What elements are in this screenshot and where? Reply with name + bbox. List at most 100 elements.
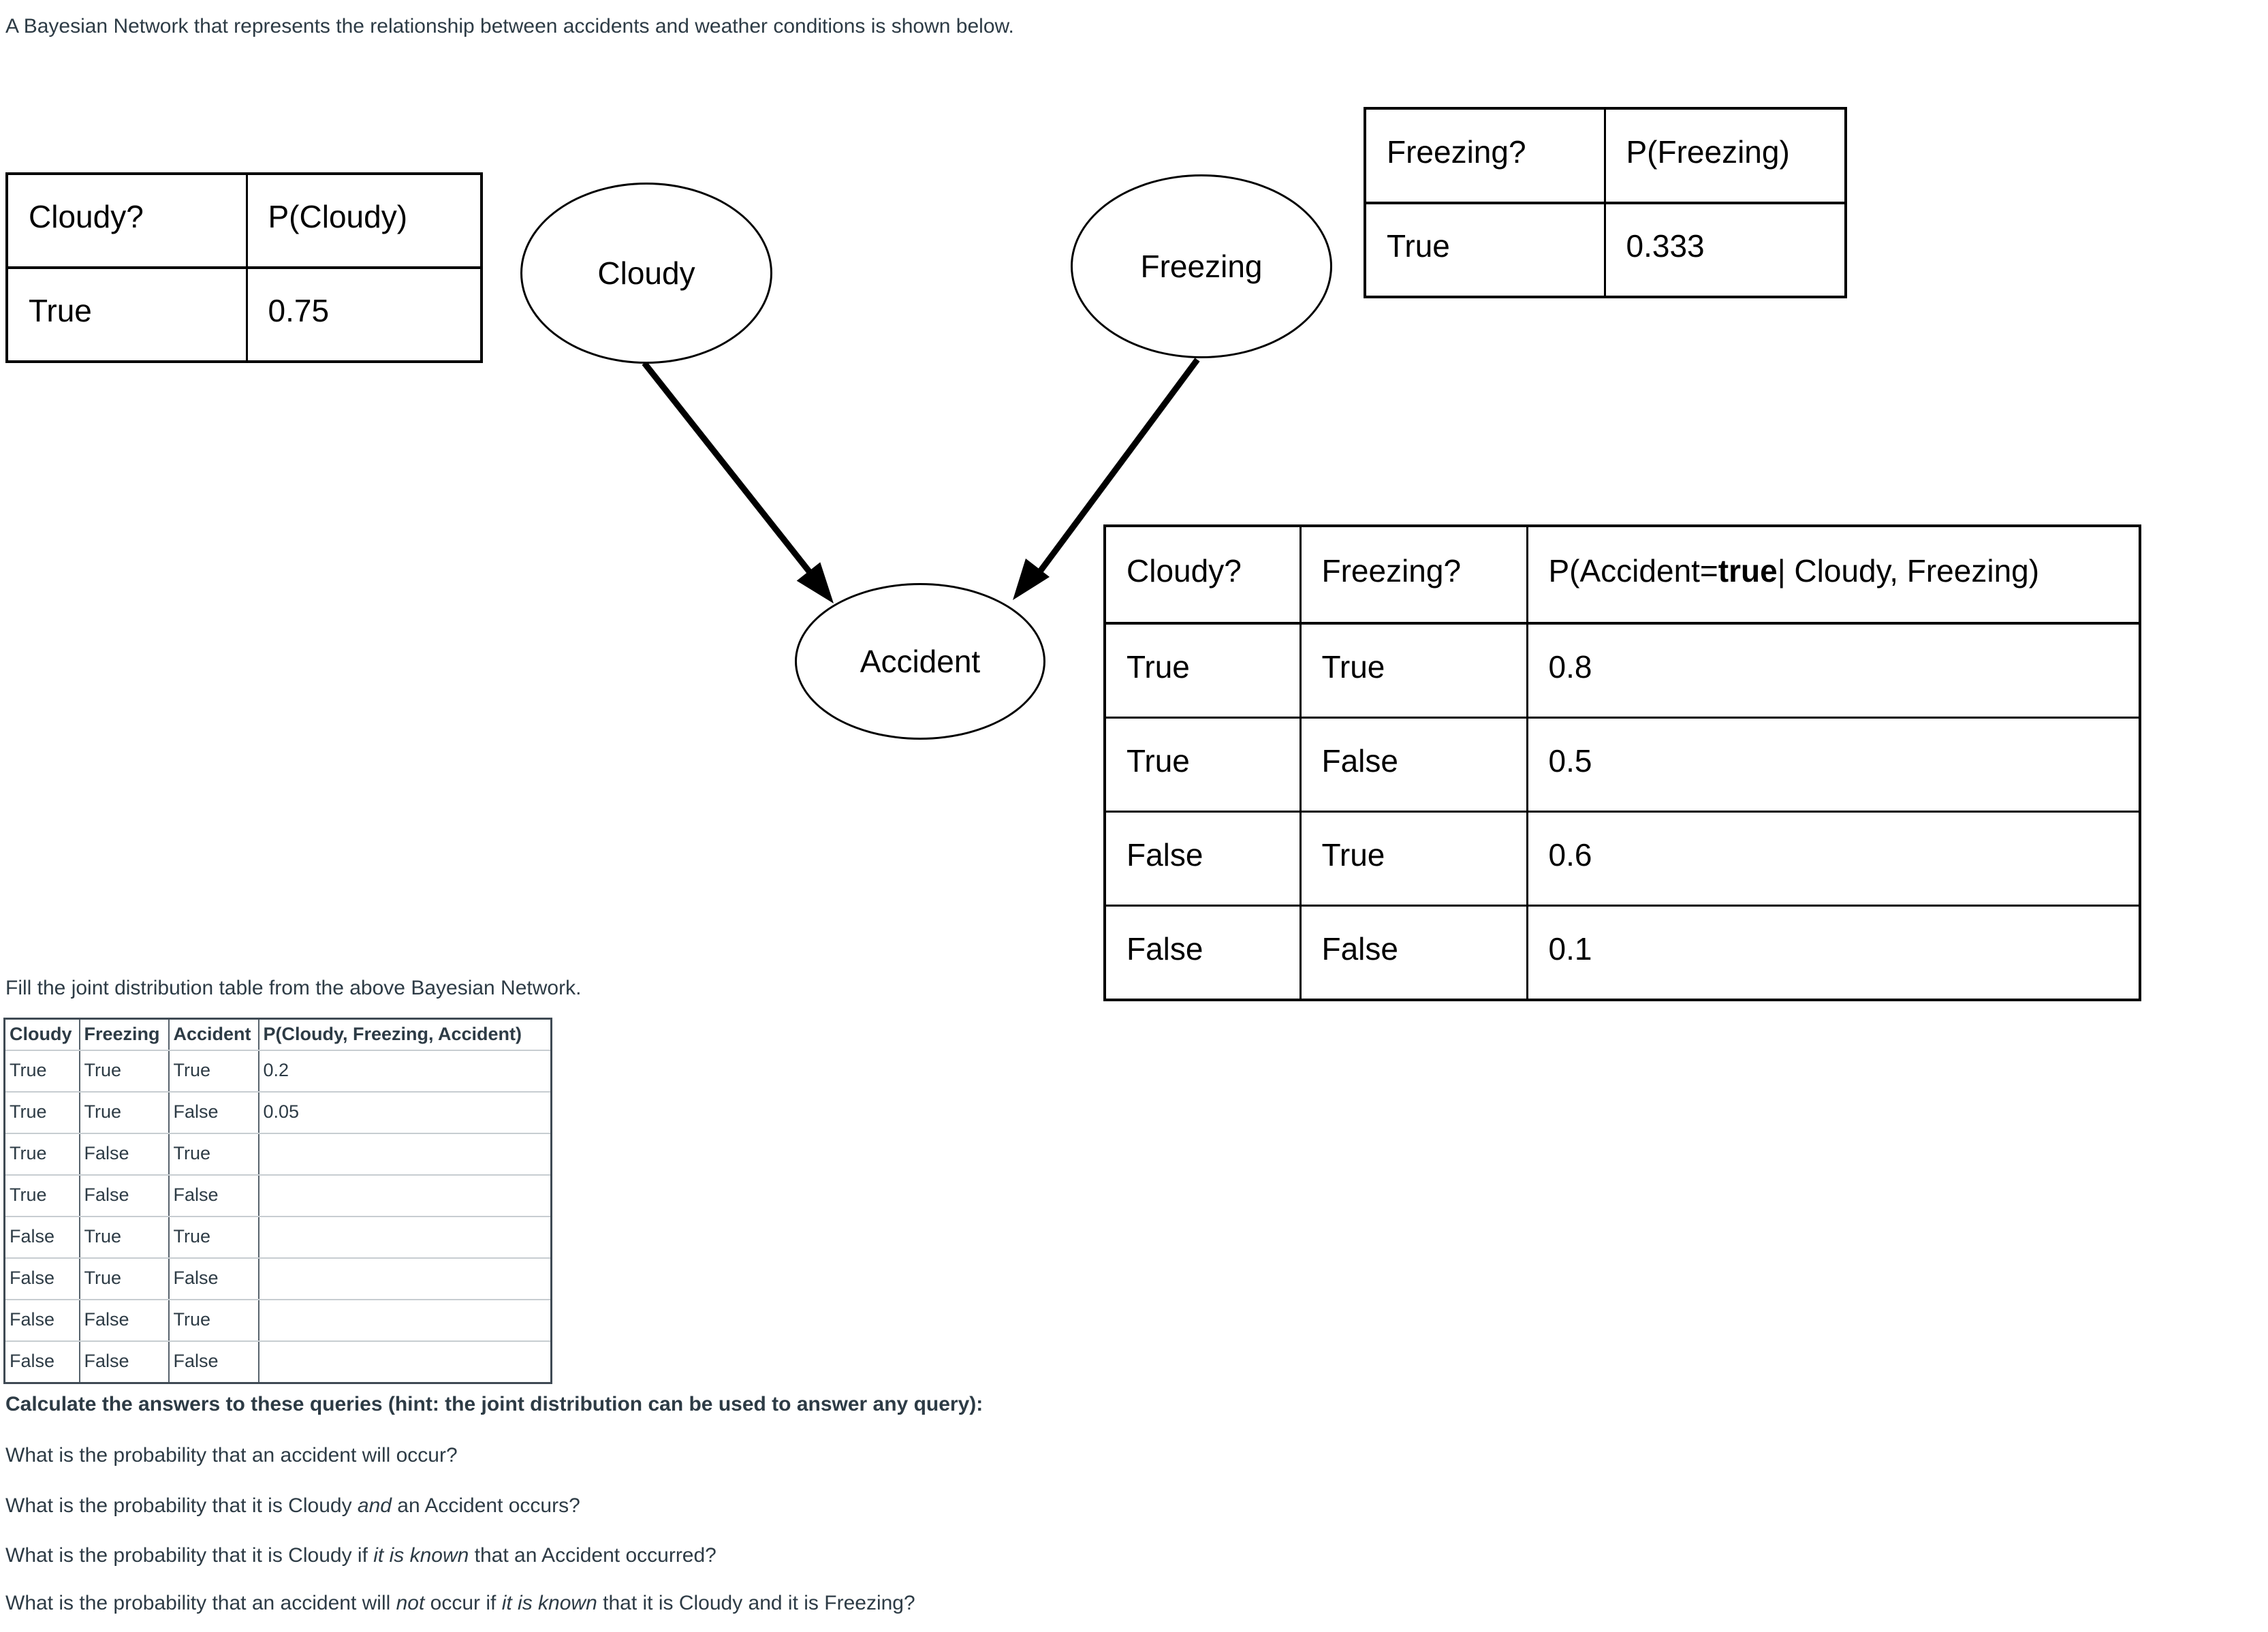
table-cell: False: [78, 1174, 170, 1217]
node-freezing: Freezing: [1071, 174, 1332, 358]
text-segment: that it is Cloudy and it is Freezing?: [597, 1592, 915, 1614]
text-segment: it is known: [501, 1592, 597, 1614]
table-cell: False: [78, 1340, 170, 1384]
node-label: Cloudy: [597, 255, 695, 291]
query-accident-occur: What is the probability that an accident…: [5, 1443, 458, 1469]
text-segment: an Accident occurs?: [391, 1494, 580, 1517]
intro-text: A Bayesian Network that represents the r…: [5, 15, 1014, 37]
table-cell: True: [3, 1133, 80, 1176]
table-cell: True: [1299, 811, 1528, 907]
table-cell: True: [3, 1050, 80, 1093]
table-cell: [257, 1133, 552, 1176]
table-cell: 0.05: [257, 1091, 552, 1134]
header-cell-cloudy: Cloudy?: [1103, 524, 1302, 625]
joint-distribution-table: Cloudy Freezing Accident P(Cloudy, Freez…: [3, 1018, 552, 1384]
table-cell: False: [1299, 717, 1528, 813]
table-cell: True: [78, 1050, 170, 1093]
table-cell: True: [1299, 622, 1528, 719]
table-header-row: Freezing? P(Freezing): [1364, 107, 1847, 204]
text-segment: What is the probability that it is Cloud…: [5, 1494, 358, 1517]
table-cell: False: [78, 1133, 170, 1176]
table-header-row: Cloudy Freezing Accident P(Cloudy, Freez…: [3, 1018, 552, 1051]
header-cell-accident: Accident: [168, 1018, 259, 1051]
table-cell: True: [3, 1091, 80, 1134]
node-label: Freezing: [1140, 249, 1263, 284]
table-cell: True: [168, 1133, 259, 1176]
table-header-row: Cloudy? P(Cloudy): [5, 172, 483, 269]
table-cell: True: [168, 1050, 259, 1093]
table-cell: True: [78, 1091, 170, 1134]
table-cell: True: [168, 1216, 259, 1259]
text-segment: What is the probability that an accident…: [5, 1592, 396, 1614]
text-segment: What is the probability that an accident…: [5, 1444, 458, 1466]
header-cell-p-freezing: P(Freezing): [1603, 107, 1847, 204]
table-cell: False: [168, 1257, 259, 1300]
table-cell: False: [78, 1299, 170, 1342]
table-cell: [257, 1257, 552, 1300]
header-cell-cloudy: Cloudy?: [5, 172, 248, 269]
table-cell: False: [168, 1174, 259, 1217]
table-cell: False: [1103, 811, 1302, 907]
table-header-row: Cloudy? Freezing? P(Accident=true| Cloud…: [1103, 524, 2141, 625]
text-segment: that an Accident occurred?: [469, 1544, 716, 1567]
node-label: Accident: [860, 644, 981, 679]
query-no-accident-given-cloudy-freezing: What is the probability that an accident…: [5, 1590, 915, 1616]
table-cell: False: [1299, 905, 1528, 1001]
table-cell: False: [3, 1340, 80, 1384]
table-cell: True: [78, 1257, 170, 1300]
header-cell-joint-p: P(Cloudy, Freezing, Accident): [257, 1018, 552, 1051]
table-cell: 0.5: [1526, 717, 2141, 813]
text-segment: P(Accident=: [1548, 552, 1718, 589]
table-cell: False: [3, 1299, 80, 1342]
node-accident: Accident: [795, 583, 1045, 740]
table-cell: 0.1: [1526, 905, 2141, 1001]
text-segment: | Cloudy, Freezing): [1777, 552, 2040, 589]
text-segment: occur if: [424, 1592, 502, 1614]
table-cell: False: [1103, 905, 1302, 1001]
table-cell: True: [78, 1216, 170, 1259]
text-segment: it is known: [373, 1544, 469, 1567]
table-cell: 0.2: [257, 1050, 552, 1093]
query-cloudy-given-accident: What is the probability that it is Cloud…: [5, 1543, 716, 1569]
table-cell: False: [3, 1216, 80, 1259]
table-cell: [257, 1174, 552, 1217]
table-cell: False: [3, 1257, 80, 1300]
header-cell-freezing: Freezing?: [1299, 524, 1528, 625]
node-cloudy: Cloudy: [520, 183, 772, 364]
table-cell: [257, 1340, 552, 1384]
header-cell-cloudy: Cloudy: [3, 1018, 80, 1051]
table-cell: True: [5, 266, 248, 363]
table-cell: 0.333: [1603, 202, 1847, 298]
table-cell: False: [168, 1340, 259, 1384]
table-cell: True: [1364, 202, 1606, 298]
text-segment: true: [1718, 552, 1778, 589]
text-segment: not: [396, 1592, 425, 1614]
arrow-freezing-to-accident: [1013, 358, 1200, 600]
table-cell: 0.75: [245, 266, 483, 363]
header-cell-freezing: Freezing?: [1364, 107, 1606, 204]
table-cell: [257, 1299, 552, 1342]
header-cell-p-cloudy: P(Cloudy): [245, 172, 483, 269]
table-cell: True: [1103, 717, 1302, 813]
table-cell: True: [1103, 622, 1302, 719]
header-cell-freezing: Freezing: [78, 1018, 170, 1051]
